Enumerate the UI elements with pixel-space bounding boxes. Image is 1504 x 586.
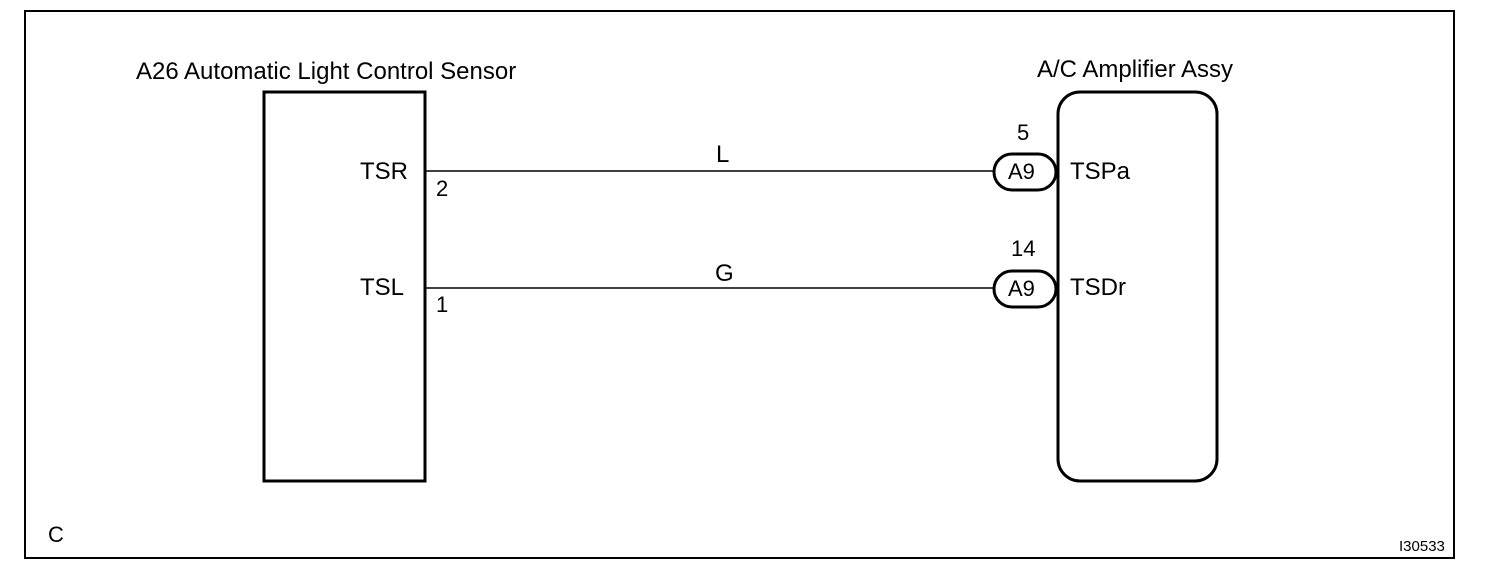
diagram-frame	[24, 10, 1455, 559]
amplifier-pin-14-number: 14	[1011, 236, 1036, 261]
connector-a9-tsdr-label: A9	[1008, 276, 1035, 301]
sensor-pin-tsl-name: TSL	[360, 274, 405, 301]
sensor-box	[262, 90, 427, 483]
sensor-title: A26 Automatic Light Control Sensor	[136, 58, 517, 85]
connector-a9-tsdr	[992, 269, 1058, 309]
sensor-pin-tsl-number: 1	[436, 292, 449, 317]
sensor-pin-tsr-name: TSR	[360, 158, 408, 185]
figure-id: I30533	[1399, 538, 1445, 555]
amplifier-pin-5-number: 5	[1017, 120, 1030, 145]
connector-a9-tspa-label: A9	[1008, 159, 1035, 184]
corner-label: C	[48, 522, 64, 547]
amplifier-terminal-tsdr-name: TSDr	[1070, 274, 1126, 301]
amplifier-terminal-tspa-name: TSPa	[1070, 158, 1131, 185]
amplifier-box	[1056, 90, 1219, 483]
wire-l-color-code: L	[716, 141, 730, 168]
amplifier-title: A/C Amplifier Assy	[1037, 56, 1234, 83]
wire-g-color-code: G	[715, 260, 734, 287]
connector-a9-tspa	[992, 152, 1058, 192]
sensor-pin-tsr-number: 2	[436, 176, 449, 201]
